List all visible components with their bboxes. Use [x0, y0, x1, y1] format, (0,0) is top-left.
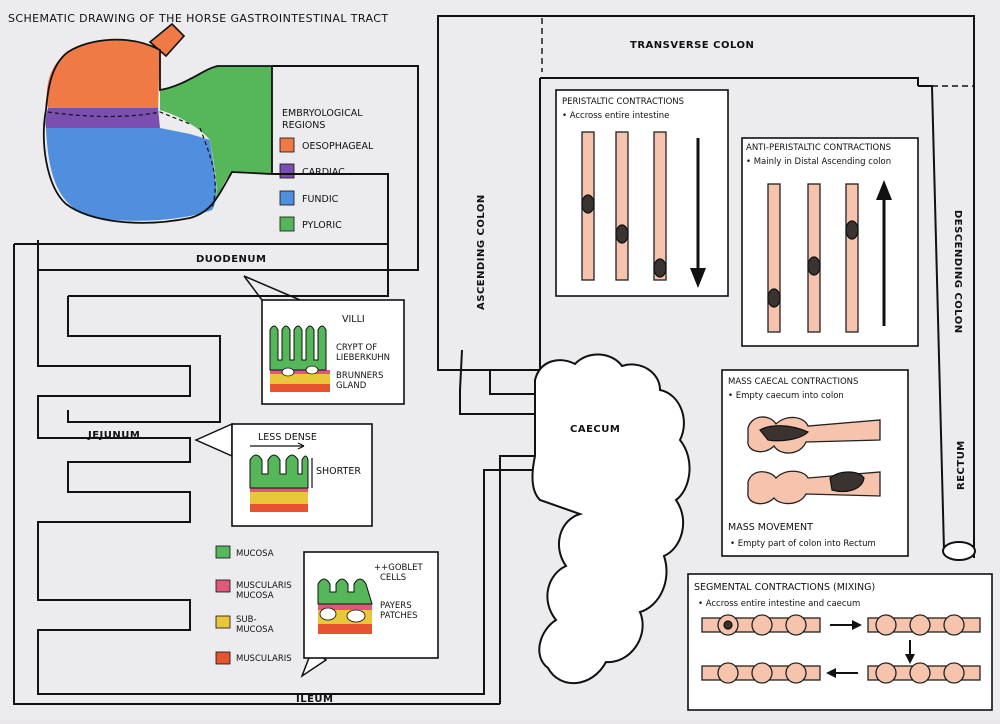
- ileum-label: ILEUM: [296, 694, 334, 705]
- rectum-opening: [942, 541, 976, 561]
- jejunum-label: JEJUNUM: [87, 430, 140, 441]
- cardiac-boundary-line: [47, 111, 191, 125]
- diagram-title: SCHEMATIC DRAWING OF THE HORSE GASTROINT…: [8, 12, 388, 25]
- rectum-label: RECTUM: [956, 440, 967, 490]
- muscularis-mucosa-label-line1: MUSCULARIS: [236, 581, 292, 591]
- segmental-note: • Accross entire intestine and caecum: [698, 599, 860, 609]
- cardiac-swatch: [279, 163, 295, 179]
- crypt-label-line2: LIEBERKUHN: [336, 353, 390, 363]
- muscularis-label: MUSCULARIS: [236, 654, 292, 664]
- oesophageal-label: OESOPHAGEAL: [302, 141, 374, 152]
- wall-layer-legend: MUCOSA MUSCULARIS MUCOSA SUB- MUCOSA MUS…: [215, 545, 292, 665]
- payers-label-line1: PAYERS: [380, 601, 412, 611]
- stomach-oesophageal-region: [46, 39, 160, 108]
- mucosa-swatch: [215, 545, 231, 559]
- submucosa-label-line2: MUCOSA: [236, 625, 274, 635]
- anti-peristaltic-title: ANTI-PERISTALTIC CONTRACTIONS: [746, 143, 891, 153]
- goblet-label-line2: CELLS: [380, 573, 406, 583]
- brunners-label-line2: GLAND: [336, 381, 367, 391]
- stomach-pyloric-region: [160, 66, 272, 210]
- fundic-swatch: [279, 190, 295, 206]
- peristaltic-title: PERISTALTIC CONTRACTIONS: [562, 97, 684, 107]
- mass-caecal-title: MASS CAECAL CONTRACTIONS: [728, 377, 858, 387]
- pyloric-boundary-line: [199, 127, 216, 209]
- mucosa-label: MUCOSA: [236, 549, 274, 559]
- embryological-legend: EMBRYOLOGICAL REGIONS OESOPHAGEAL CARDIA…: [279, 108, 374, 232]
- segmental-title: SEGMENTAL CONTRACTIONS (MIXING): [694, 582, 875, 593]
- caecum: CAECUM: [531, 353, 691, 684]
- descending-colon-label: DESCENDING COLON: [952, 210, 963, 334]
- mass-caecal-box: [721, 369, 909, 557]
- shorter-label: SHORTER: [316, 466, 361, 477]
- peristaltic-panel: PERISTALTIC CONTRACTIONS • Accross entir…: [555, 89, 729, 297]
- muscularis-swatch: [215, 651, 231, 665]
- pyloric-label: PYLORIC: [302, 220, 342, 231]
- segmental-panel: SEGMENTAL CONTRACTIONS (MIXING) • Accros…: [687, 573, 993, 711]
- brunners-label-line1: BRUNNERS: [336, 371, 383, 381]
- legend-title-line2: REGIONS: [282, 120, 325, 131]
- muscularis-mucosa-label-line2: MUCOSA: [236, 591, 274, 601]
- duodenum-detail: VILLI CRYPT OF LIEBERKUHN BRUNNERS GLAND: [243, 275, 405, 405]
- submucosa-swatch: [215, 615, 231, 629]
- pyloric-swatch: [279, 216, 295, 232]
- less-dense-label: LESS DENSE: [258, 432, 317, 443]
- legend-title-line1: EMBRYOLOGICAL: [282, 108, 363, 119]
- fundic-label: FUNDIC: [302, 194, 339, 205]
- jejunum-detail: LESS DENSE SHORTER: [194, 422, 373, 527]
- segmental-box: [687, 573, 993, 711]
- stomach-fundic-region: [46, 128, 217, 221]
- ileum-detail: ++GOBLET CELLS PAYERS PATCHES: [300, 551, 439, 678]
- muscularis-mucosa-swatch: [215, 579, 231, 593]
- ascending-colon-label: ASCENDING COLON: [476, 194, 487, 310]
- crypt-label-line1: CRYPT OF: [336, 343, 377, 353]
- payers-label-line2: PATCHES: [380, 611, 418, 621]
- anti-peristaltic-note: • Mainly in Distal Ascending colon: [746, 157, 891, 167]
- mass-caecal-panel: MASS CAECAL CONTRACTIONS • Empty caecum …: [721, 369, 909, 557]
- goblet-label-line1: ++GOBLET: [374, 563, 423, 573]
- mass-movement-title: MASS MOVEMENT: [728, 522, 813, 533]
- cardiac-label: CARDIAC: [302, 167, 345, 178]
- submucosa-label-line1: SUB-: [236, 615, 257, 625]
- oesophageal-swatch: [279, 137, 295, 153]
- transverse-colon-label: TRANSVERSE COLON: [630, 40, 754, 51]
- stomach: EMBRYOLOGICAL REGIONS OESOPHAGEAL CARDIA…: [42, 22, 374, 232]
- small-intestine-outline: [13, 65, 535, 705]
- mass-movement-note: • Empty part of colon into Rectum: [730, 539, 876, 549]
- caecum-label: CAECUM: [570, 424, 620, 435]
- villi-label: VILLI: [342, 314, 365, 325]
- anti-peristaltic-panel: ANTI-PERISTALTIC CONTRACTIONS • Mainly i…: [741, 137, 919, 347]
- duodenum-label: DUODENUM: [196, 254, 267, 265]
- peristaltic-note: • Accross entire intestine: [562, 111, 669, 121]
- stomach-cardiac-region: [45, 108, 160, 128]
- mass-caecal-note: • Empty caecum into colon: [728, 391, 844, 401]
- stomach-outline: [42, 38, 273, 224]
